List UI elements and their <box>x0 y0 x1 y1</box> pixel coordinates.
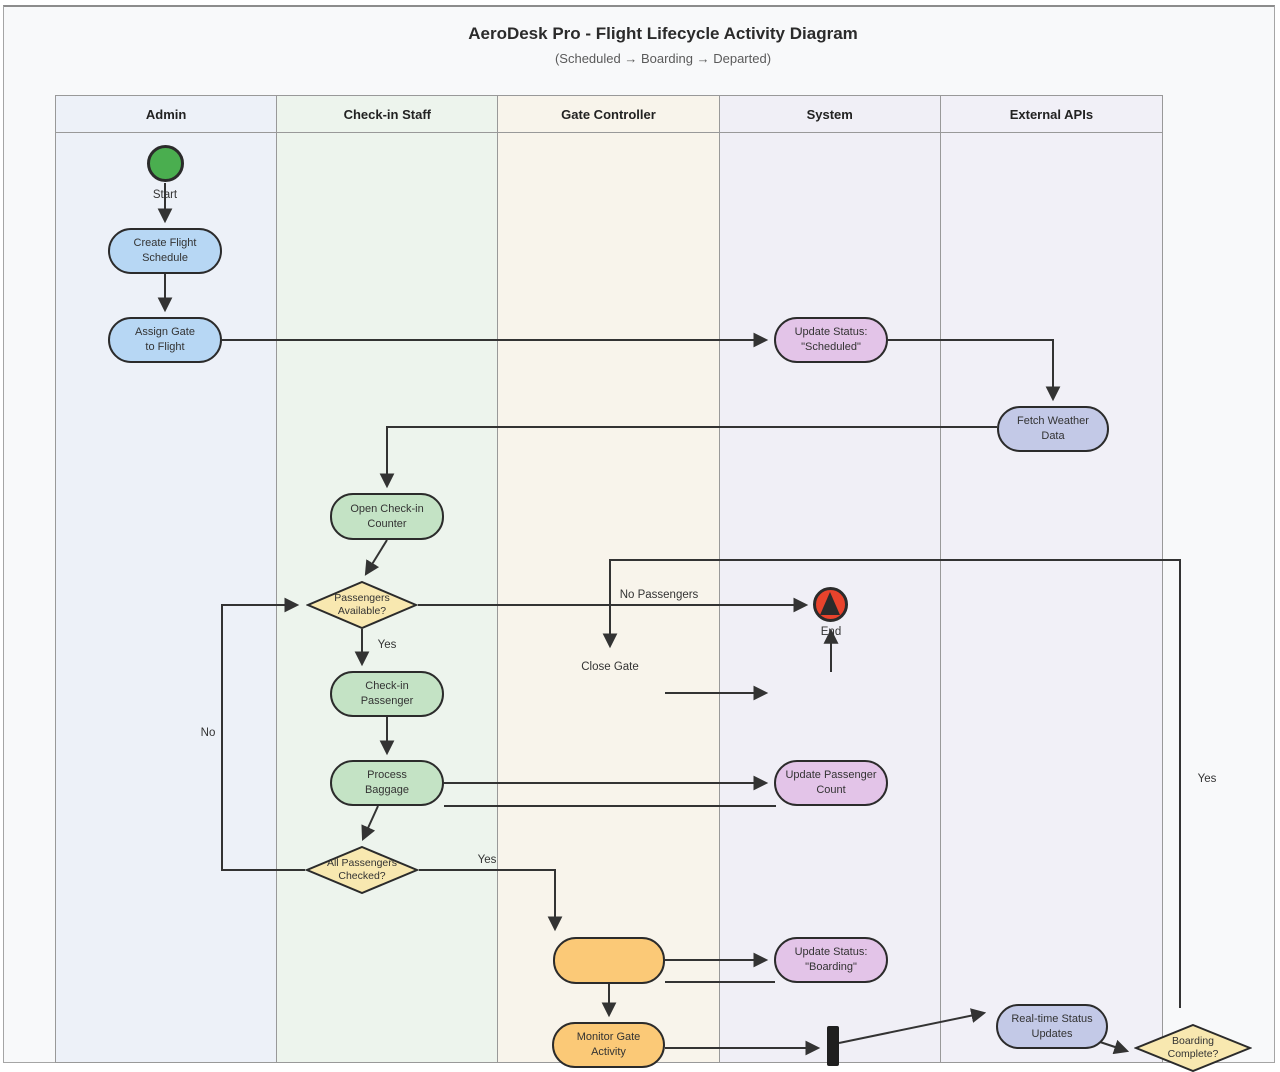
lane-header-external-apis: External APIs <box>940 96 1162 133</box>
edge-label-close-gate: Close Gate <box>581 661 639 673</box>
decision-passengers-available: Passengers Available? <box>306 581 418 629</box>
lane-system: System <box>719 96 941 1062</box>
diagram-subtitle: (Scheduled → Boarding → Departed) <box>554 51 772 66</box>
node-fetch-weather-data: Fetch Weather Data <box>997 406 1109 452</box>
decision-boarding-complete: Boarding Complete? <box>1134 1024 1252 1072</box>
edge-label-end: End <box>820 626 842 638</box>
node-update-status-boarding: Update Status: "Boarding" <box>774 937 888 983</box>
edge-label-start: Start <box>152 189 178 201</box>
node-update-passenger-count: Update Passenger Count <box>774 760 888 806</box>
edge-label-yes-available: Yes <box>377 639 397 651</box>
node-update-status-scheduled: Update Status: "Scheduled" <box>774 317 888 363</box>
diagram-title: AeroDesk Pro - Flight Lifecycle Activity… <box>468 24 858 43</box>
lane-header-checkin-staff: Check-in Staff <box>277 96 498 133</box>
node-process-baggage: Process Baggage <box>330 760 444 806</box>
node-open-checkin-counter: Open Check-in Counter <box>330 493 444 540</box>
node-monitor-gate-activity: Monitor Gate Activity <box>552 1022 665 1068</box>
node-board-gate-unlabeled <box>553 937 665 984</box>
swimlane-container: Admin Check-in Staff Gate Controller Sys… <box>55 95 1163 1063</box>
node-checkin-passenger: Check-in Passenger <box>330 671 444 717</box>
edge-label-yes-checked: Yes <box>477 854 497 866</box>
lane-header-gate-controller: Gate Controller <box>498 96 719 133</box>
lane-external-apis: External APIs <box>940 96 1162 1062</box>
diamond-shape <box>305 846 419 894</box>
lane-gate-controller: Gate Controller <box>498 96 720 1062</box>
lane-header-system: System <box>719 96 940 133</box>
node-assign-gate-to-flight: Assign Gate to Flight <box>108 317 222 363</box>
edge-label-no-loop: No <box>200 727 216 739</box>
edge-label-no-passengers: No Passengers <box>619 589 699 601</box>
lane-header-admin: Admin <box>56 96 277 133</box>
lane-checkin-staff: Check-in Staff <box>277 96 499 1062</box>
decision-all-passengers-checked: All Passengers Checked? <box>305 846 419 894</box>
fork-bar <box>827 1026 839 1066</box>
edge-label-yes-boarding: Yes <box>1197 773 1217 785</box>
node-start <box>147 145 184 182</box>
node-end <box>813 587 848 622</box>
end-marker-icon <box>820 592 840 615</box>
node-create-flight-schedule: Create Flight Schedule <box>108 228 222 274</box>
node-realtime-status-updates: Real-time Status Updates <box>996 1004 1108 1049</box>
diamond-shape <box>306 581 418 629</box>
